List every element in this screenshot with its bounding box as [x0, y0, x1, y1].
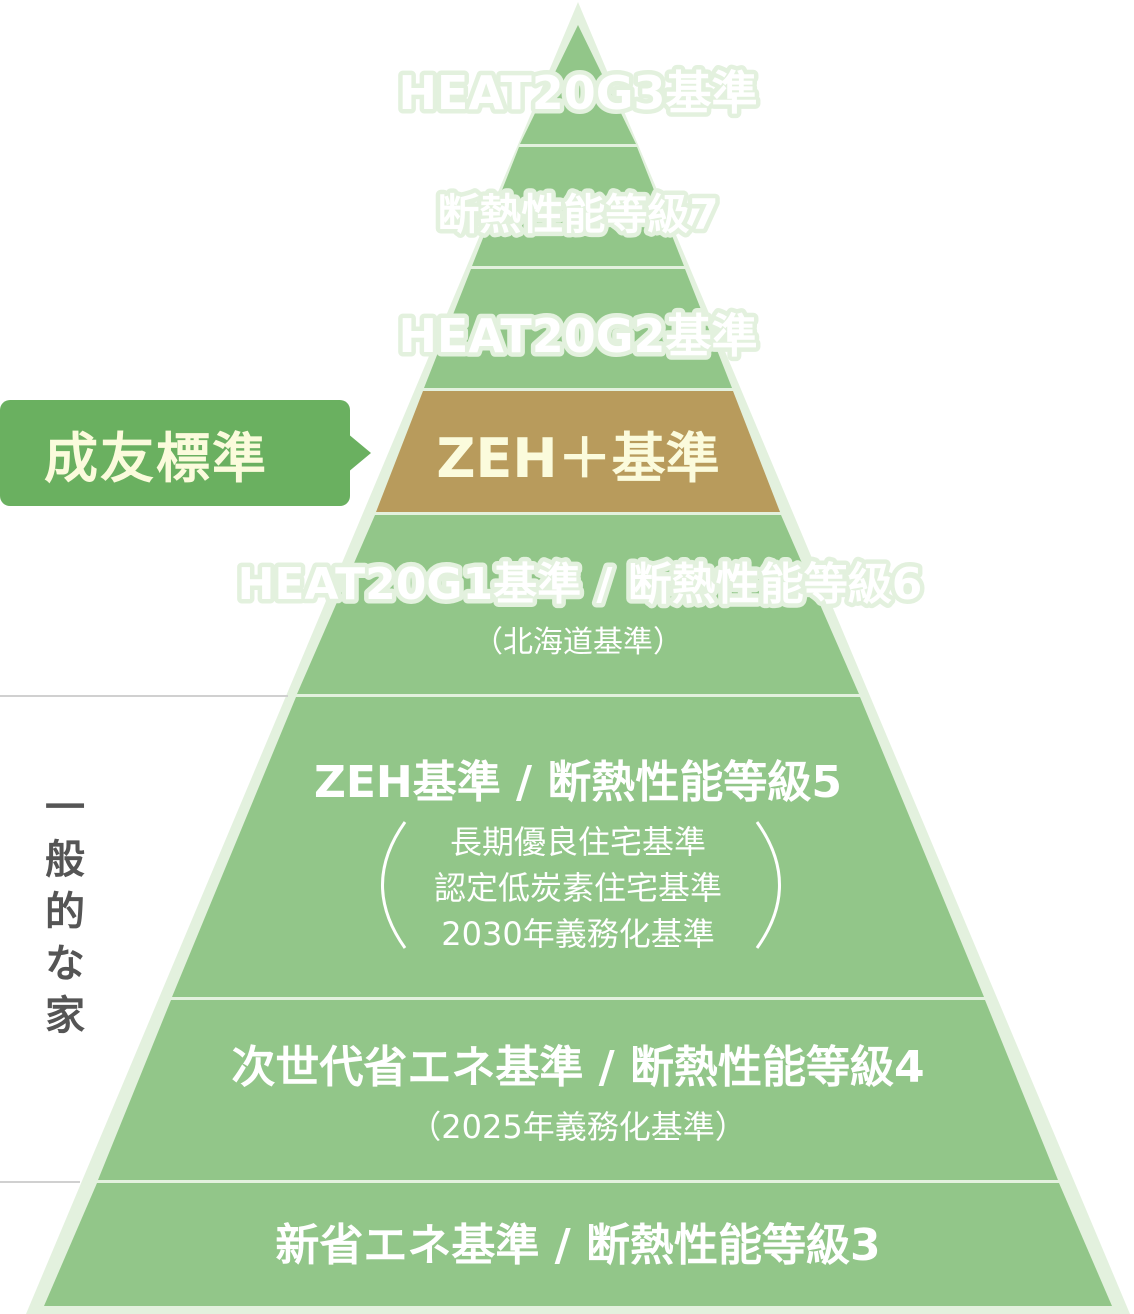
tier-5-label: HEAT20G1基準 / 断熱性能等級6: [238, 559, 923, 610]
tier-5-sublabel: （北海道基準）: [473, 625, 683, 660]
tier-6-label: ZEH基準 / 断熱性能等級5: [314, 757, 842, 808]
tier-5: [297, 515, 859, 694]
side-separator-top: [0, 695, 288, 697]
tier-1-label: HEAT20G3基準: [398, 66, 757, 120]
general-house-label: 一般的な家: [38, 786, 84, 1046]
standard-badge-label: 成友標準: [44, 426, 268, 490]
tier-3: [424, 269, 732, 388]
tier-4-label: ZEH＋基準: [436, 427, 719, 490]
tier-2-label: 断熱性能等級7: [437, 190, 718, 239]
tier-8-label: 新省エネ基準 / 断熱性能等級3: [275, 1220, 880, 1271]
tier-7-label: 次世代省エネ基準 / 断熱性能等級4: [231, 1042, 924, 1093]
tier-7-sublabel: （2025年義務化基準）: [409, 1108, 746, 1146]
right-paren-bracket: [755, 821, 781, 949]
tier-6: [172, 697, 984, 997]
tier-8: [44, 1183, 1112, 1306]
side-separator-bottom: [0, 1181, 80, 1183]
left-paren-bracket: [381, 821, 407, 949]
tier-6-sublabel-2: 認定低炭素住宅基準: [434, 869, 722, 907]
tier-2: [472, 147, 684, 266]
badge-arrow-icon: [347, 433, 371, 473]
tier-4-highlight: [376, 391, 780, 512]
tier-6-sublabel-1: 長期優良住宅基準: [450, 823, 706, 861]
tier-1: [520, 25, 636, 144]
tier-7: [98, 1000, 1058, 1180]
standard-badge: 成友標準: [0, 400, 350, 506]
tier-6-sublabel-3: 2030年義務化基準: [441, 915, 714, 953]
tier-3-label: HEAT20G2基準: [398, 309, 757, 363]
